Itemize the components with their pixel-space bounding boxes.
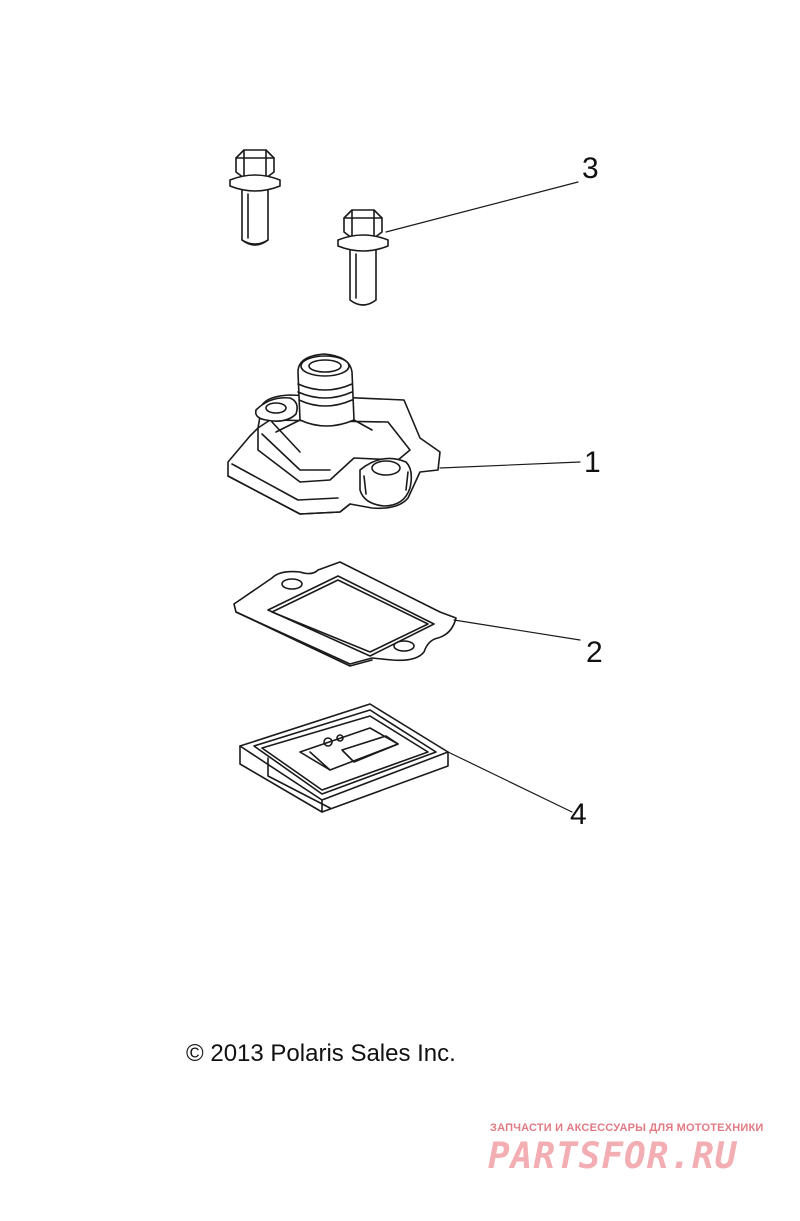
flange-bolt-icon	[229, 149, 579, 306]
callout-1: 1	[584, 446, 601, 479]
copyright-notice: © 2013 Polaris Sales Inc.	[186, 1040, 456, 1067]
watermark-logo: PARTSFOR.RU	[488, 1136, 738, 1177]
watermark-tagline: ЗАПЧАСТИ И АКСЕССУАРЫ ДЛЯ МОТОТЕХНИКИ	[490, 1122, 764, 1134]
reed-valve-cover-icon	[227, 353, 581, 515]
callout-3: 3	[582, 152, 599, 185]
callout-4: 4	[570, 798, 587, 831]
reed-valve-cage-icon	[239, 703, 573, 813]
gasket-icon	[233, 561, 581, 667]
callout-2: 2	[586, 636, 603, 669]
